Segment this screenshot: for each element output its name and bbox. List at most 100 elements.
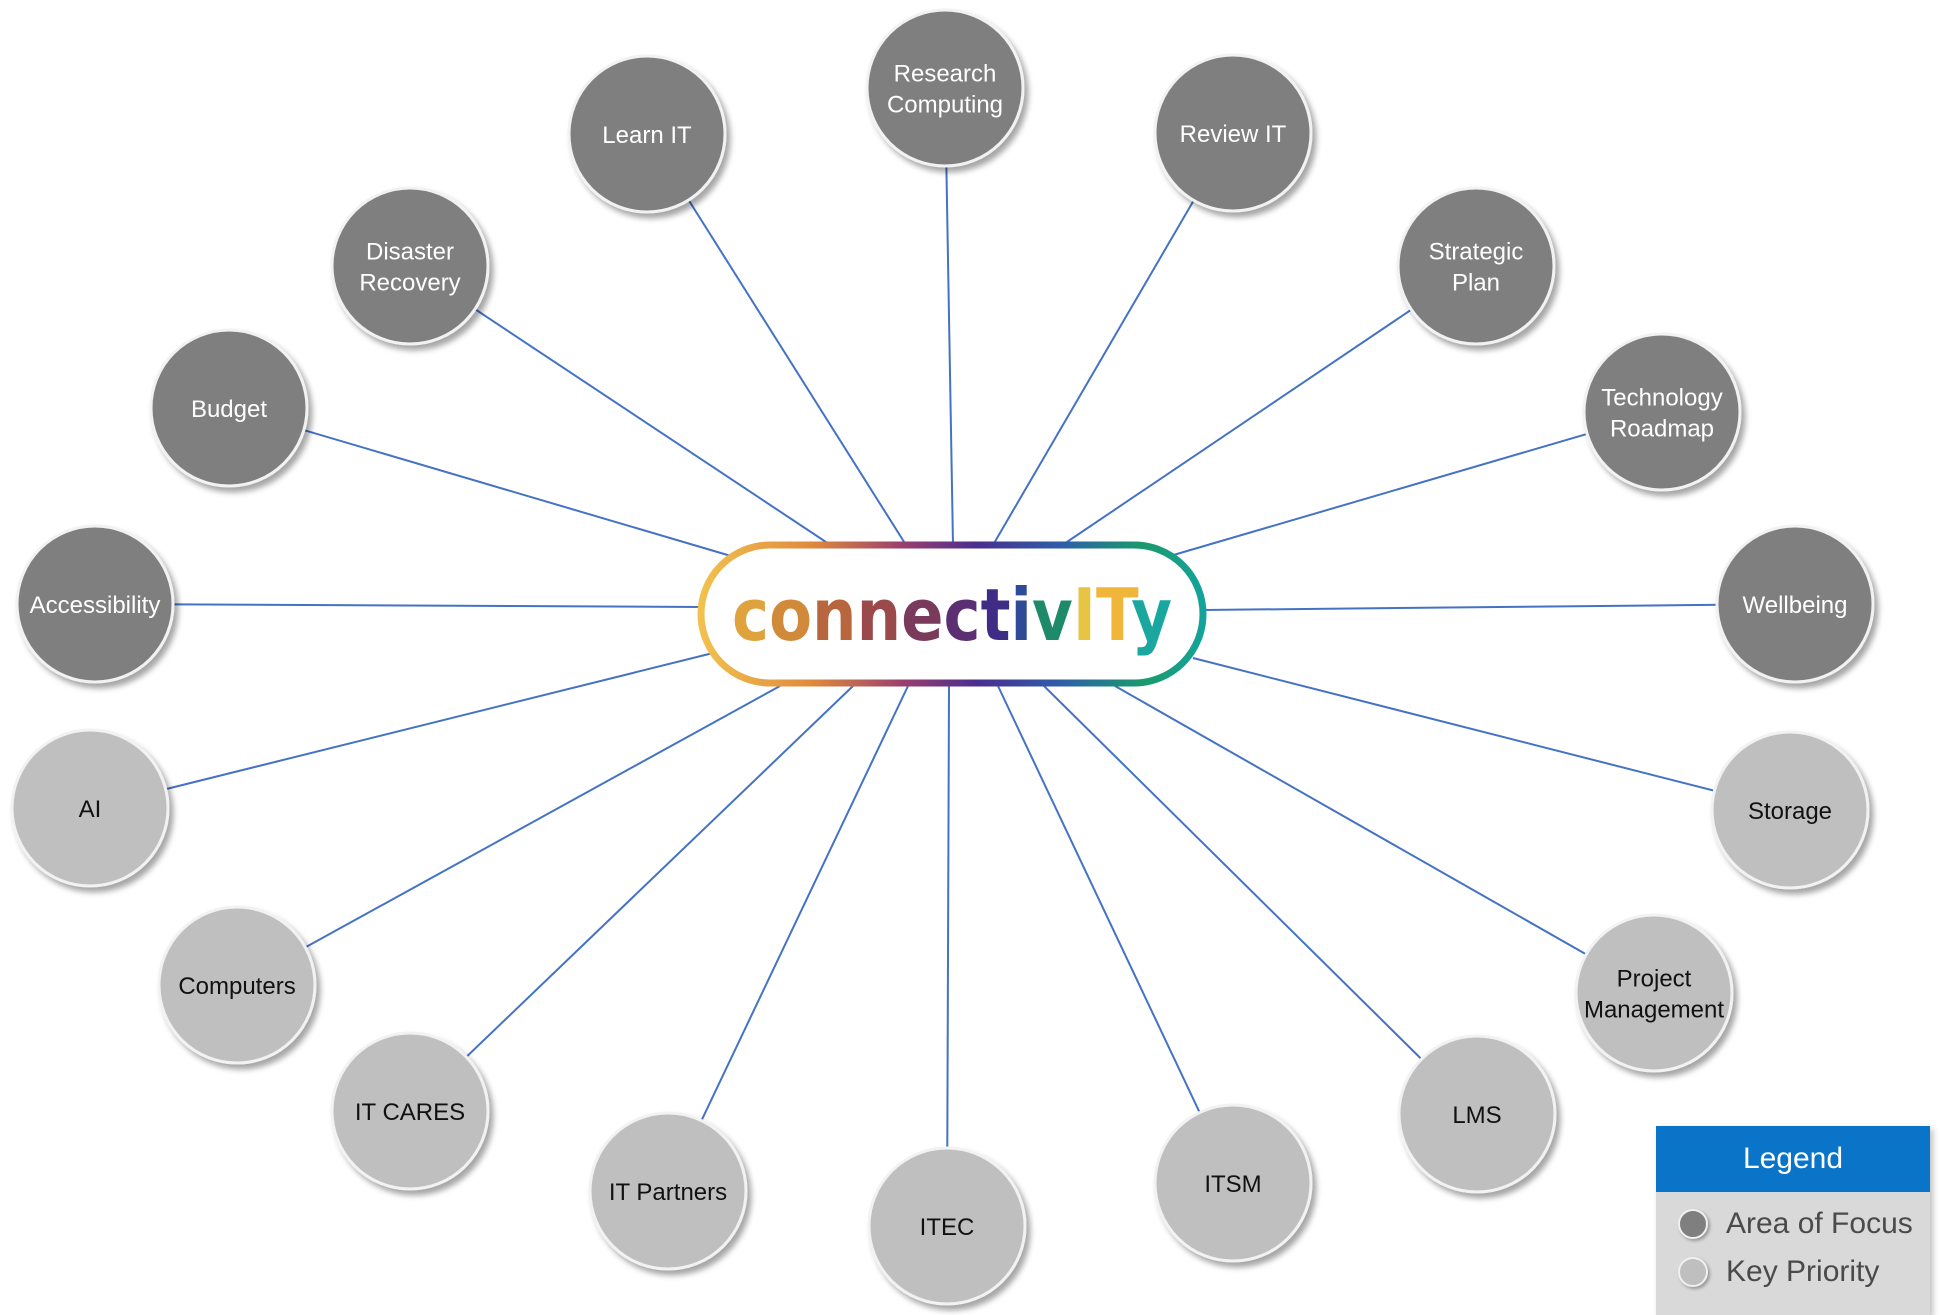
node-circle [567,54,727,214]
connector-storage [1192,657,1791,811]
hub-title-letter: n [857,573,902,657]
hub-title-letter: y [1131,573,1172,657]
node-label: Budget [191,396,267,423]
legend-title: Legend [1656,1126,1930,1192]
legend-item-key-priority: Key Priority [1656,1248,1930,1296]
node-circle [330,186,490,346]
hub-title-letter: v [1032,573,1073,657]
node-circle [1397,1034,1557,1194]
node-label: Computing [887,92,1003,119]
node-circle [1396,186,1556,346]
central-hub: connectivITy [697,541,1207,687]
node-computers: Computers [157,905,317,1065]
node-circle [157,905,317,1065]
node-circle [865,8,1025,168]
legend-item-area-of-focus: Area of Focus [1656,1200,1930,1248]
area-of-focus-swatch [1678,1209,1708,1239]
connector-it-cares [409,685,854,1112]
node-review-it: Review IT [1153,53,1313,213]
connector-lms [1043,685,1478,1115]
legend-item-label: Key Priority [1726,1255,1880,1288]
node-label: IT Partners [609,1179,727,1206]
node-label: Technology [1601,385,1722,412]
hub-title-letter: i [1010,573,1031,657]
node-label: Wellbeing [1743,592,1848,619]
node-label: Disaster [366,239,454,266]
connector-disaster-recovery [409,265,836,549]
hub-title-letter: I [1073,573,1096,657]
node-label: Computers [178,973,295,1000]
node-circle [149,328,309,488]
connector-itsm [997,685,1234,1184]
node-label: Strategic [1429,239,1524,266]
node-circle [15,524,175,684]
hub-title-letter: e [901,573,943,657]
node-label: Storage [1748,798,1832,825]
node-circle [1153,53,1313,213]
node-learn-it: Learn IT [567,54,727,214]
node-lms: LMS [1397,1034,1557,1194]
node-wellbeing: Wellbeing [1715,524,1875,684]
node-circle [1710,730,1870,890]
node-label: Review IT [1180,121,1287,148]
legend: Legend Area of Focus Key Priority [1656,1126,1930,1315]
node-label: Management [1584,997,1724,1024]
connector-strategic-plan [1057,265,1477,549]
connector-computers [236,685,781,986]
connector-technology-roadmap [1169,411,1663,557]
connector-lines [89,87,1796,1227]
node-circle [867,1146,1027,1306]
node-storage: Storage [1710,730,1870,890]
node-it-cares: IT CARES [330,1031,490,1191]
hub-pill [697,541,1207,687]
node-ai: AI [10,728,170,888]
hub-title: connectivITy [732,573,1172,657]
node-circle [1582,332,1742,492]
connector-ai [89,652,714,809]
hub-title-letter: c [944,573,981,657]
connector-wellbeing [1202,603,1796,611]
node-itsm: ITSM [1153,1103,1313,1263]
hub-title-letter: t [981,573,1011,657]
node-circle [330,1031,490,1191]
node-label: ITSM [1204,1171,1261,1198]
node-label: Learn IT [602,122,692,149]
node-it-partners: IT Partners [588,1111,748,1271]
connector-accessibility [94,603,702,608]
connector-project-management [1114,685,1655,994]
hub-title-letter: c [732,573,769,657]
connector-budget [228,407,732,557]
node-label: Recovery [359,270,460,297]
connector-learn-it [646,133,907,546]
node-label: LMS [1452,1102,1501,1129]
key-priority-swatch [1678,1257,1708,1287]
node-label: Project [1617,966,1692,993]
node-label: Roadmap [1610,416,1714,443]
node-circle [10,728,170,888]
node-label: AI [79,796,102,823]
node-label: IT CARES [355,1099,465,1126]
node-itec: ITEC [867,1146,1027,1306]
node-accessibility: Accessibility [15,524,175,684]
connector-itec [946,685,950,1227]
legend-item-label: Area of Focus [1726,1207,1913,1240]
hub-title-letter: o [769,573,812,657]
node-circle [1574,913,1734,1073]
node-circle [1715,524,1875,684]
node-circle [1153,1103,1313,1263]
node-label: Research [894,61,997,88]
connector-it-partners [667,685,909,1192]
node-budget: Budget [149,328,309,488]
node-label: Plan [1452,270,1500,297]
node-label: ITEC [920,1214,975,1241]
hub-title-letter: n [812,573,857,657]
node-circle [588,1111,748,1271]
node-label: Accessibility [30,592,161,619]
